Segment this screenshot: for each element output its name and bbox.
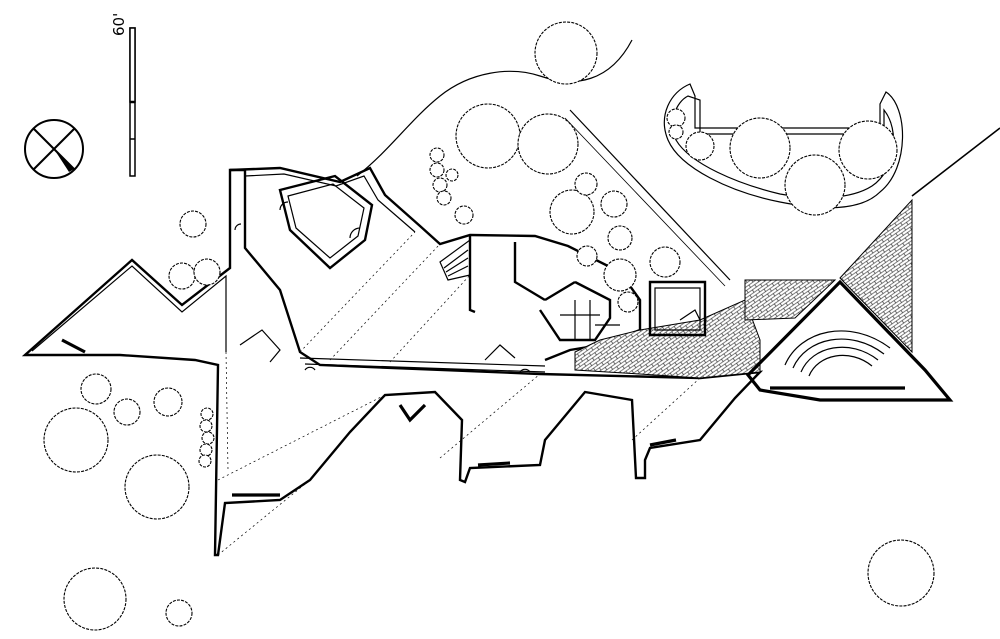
east-pavilion-inner: [654, 287, 701, 331]
building-block-center: [468, 235, 612, 342]
tree: [193, 258, 221, 286]
tree: [549, 189, 595, 235]
tree: [576, 245, 598, 267]
tree: [603, 258, 637, 292]
tree: [179, 210, 207, 238]
tree: [429, 147, 445, 163]
tree: [617, 291, 639, 313]
courtyard-diagonal-6: [439, 373, 541, 459]
drive-edge-line-2: [564, 117, 726, 287]
tree: [199, 443, 213, 457]
tree: [517, 113, 579, 175]
paved-terrace: [574, 299, 761, 379]
tree: [534, 21, 598, 85]
north-pavilion-inner: [287, 183, 365, 259]
bay-wall-2: [477, 461, 511, 467]
building-wall-north-inner: [244, 173, 416, 233]
drive-edge-line: [569, 109, 731, 281]
entry-vestibule-left: [239, 329, 281, 363]
building-block-center-rooms: [560, 300, 620, 340]
paved-terrace-upper: [744, 279, 837, 321]
tree: [429, 162, 445, 178]
building-wall-inner-left: [31, 265, 227, 352]
tree: [113, 398, 141, 426]
amphitheatre: [745, 279, 954, 402]
east-pavilion: [648, 280, 707, 337]
tree: [153, 387, 183, 417]
tree: [454, 205, 474, 225]
entry-vestibule-center: [484, 344, 516, 361]
amphitheatre-arc-2: [792, 338, 885, 369]
tree: [867, 539, 935, 607]
paved-terrace-triangle: [839, 198, 913, 354]
tree: [445, 168, 459, 182]
tree: [574, 172, 598, 196]
courtyard-diagonal-1: [299, 231, 416, 353]
tree: [666, 108, 686, 128]
tree: [600, 190, 628, 218]
driveway-curve: [356, 39, 633, 177]
building-outline-main: [21, 168, 764, 557]
site-boundary-line: [911, 127, 1000, 197]
amphitheatre-arc-3: [800, 346, 879, 373]
tree: [668, 124, 684, 140]
scale-label: 60': [110, 13, 128, 36]
amphitheatre-arc-4: [808, 354, 873, 377]
trees: [43, 21, 935, 631]
entry-vestibule-south: [398, 403, 427, 423]
tree: [80, 373, 112, 405]
tree: [198, 454, 212, 468]
tree: [685, 131, 715, 161]
tree: [729, 117, 791, 179]
tree: [607, 225, 633, 251]
courtyard-diagonal-5: [217, 479, 311, 556]
north-arrow-icon: [24, 119, 84, 179]
tree: [201, 431, 215, 445]
courtyard-diagonal-2: [329, 243, 441, 361]
tree: [200, 407, 214, 421]
door-swings: [234, 201, 531, 373]
parking-loop: [663, 83, 904, 209]
tree: [199, 419, 213, 433]
stair: [439, 238, 471, 281]
amphitheatre-arc-1: [784, 330, 891, 366]
bay-wall-3: [649, 438, 677, 447]
tree: [432, 177, 448, 193]
north-pavilion: [278, 174, 374, 270]
courtyard-diagonal-8: [225, 351, 229, 471]
tree: [43, 407, 109, 473]
tree: [436, 190, 452, 206]
tree: [165, 599, 193, 627]
bay-wall-4: [61, 338, 86, 354]
tree: [168, 262, 196, 290]
central-spine: [299, 357, 546, 373]
tree: [838, 120, 898, 180]
tree: [124, 454, 190, 520]
tree: [784, 154, 846, 216]
courtyard-diagonal-7: [631, 377, 701, 441]
courtyard-diagonal-4: [217, 394, 386, 481]
tree: [649, 246, 681, 278]
tree: [455, 103, 521, 169]
scale-bar: [129, 27, 136, 177]
tree: [63, 567, 127, 631]
courtyard-diagonal-3: [389, 274, 471, 363]
